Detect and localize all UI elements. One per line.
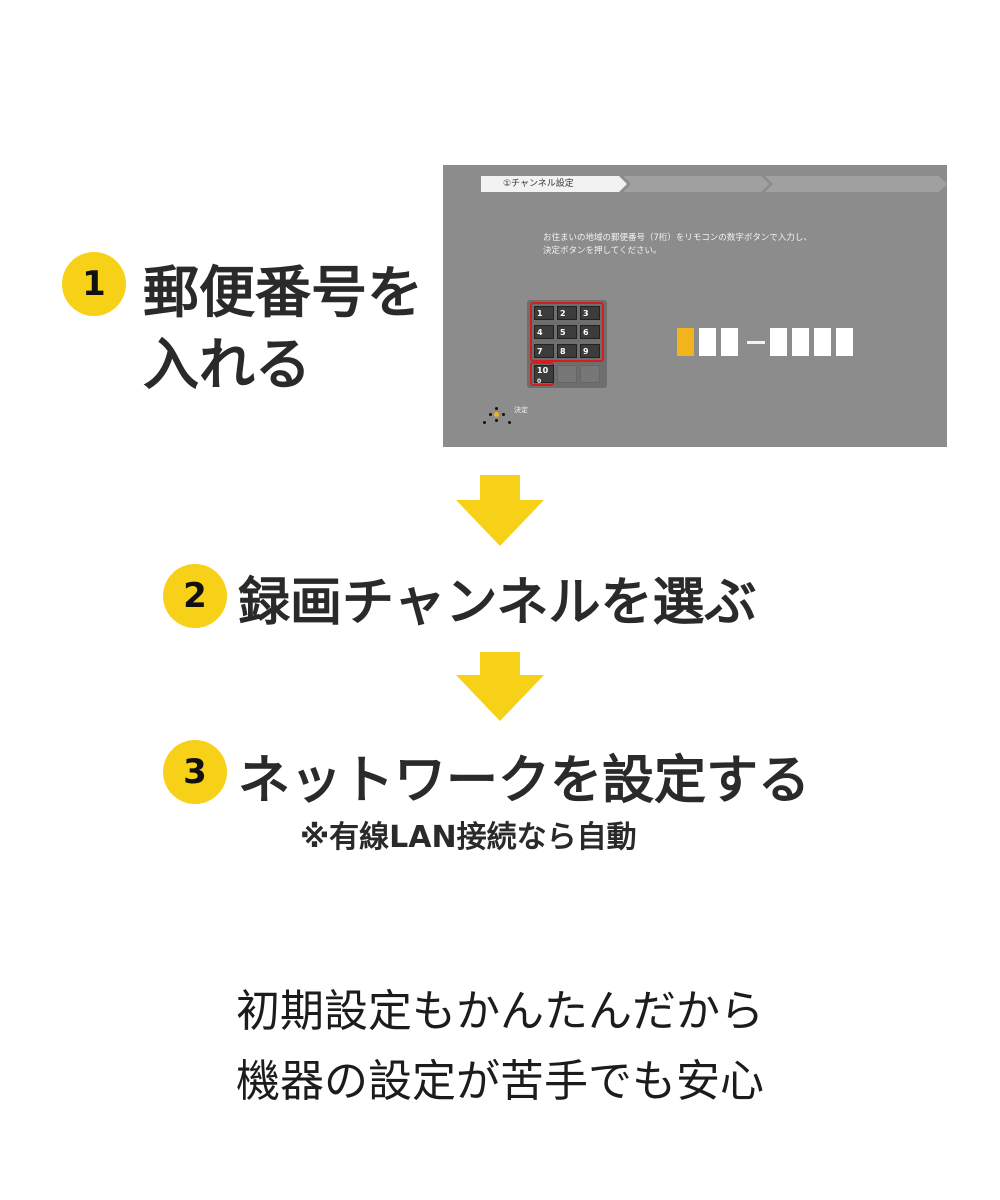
remote-keypad: 1 2 3 4 5 6 7 8 9 10 0 <box>527 300 607 388</box>
key-4[interactable]: 4 <box>534 325 554 339</box>
step-1-title-line2: 入れる <box>143 333 311 398</box>
instruction-text: お住まいの地域の郵便番号（7桁）をリモコンの数字ボタンで入力し、 決定ボタンを押… <box>543 232 873 258</box>
step-2-badge: 2 <box>163 564 227 628</box>
key-11[interactable] <box>557 365 577 383</box>
postal-digit-3 <box>721 328 738 356</box>
instruction-line-1: お住まいの地域の郵便番号（7桁）をリモコンの数字ボタンで入力し、 <box>543 233 812 243</box>
arrow-down-head-2 <box>456 675 544 721</box>
dpad-dot-bl <box>483 421 486 424</box>
step-3-badge: 3 <box>163 740 227 804</box>
key-7[interactable]: 7 <box>534 344 554 358</box>
step-2-number: 2 <box>183 576 207 616</box>
dpad-hint: 決定 <box>483 405 543 427</box>
key-6[interactable]: 6 <box>580 325 600 339</box>
postal-digit-5 <box>792 328 809 356</box>
enter-label: 決定 <box>514 406 528 414</box>
key-9[interactable]: 9 <box>580 344 600 358</box>
key-2[interactable]: 2 <box>557 306 577 320</box>
dpad-dot-left <box>489 413 492 416</box>
progress-step-2 <box>623 176 769 192</box>
key-12[interactable] <box>580 365 600 383</box>
progress-step-channel: ①チャンネル設定 <box>481 176 627 192</box>
footer-line-1: 初期設定もかんたんだから <box>236 986 764 1037</box>
dpad-dot-right <box>502 413 505 416</box>
postal-digit-7 <box>836 328 853 356</box>
postal-dash <box>747 341 765 344</box>
key-8[interactable]: 8 <box>557 344 577 358</box>
step-1-number: 1 <box>82 264 106 304</box>
progress-step-4 <box>861 176 947 192</box>
key-1[interactable]: 1 <box>534 306 554 320</box>
dpad-dot-down <box>495 419 498 422</box>
step-3-title: ネットワークを設定する <box>238 751 811 811</box>
dpad-dot-up <box>495 407 498 410</box>
dpad-dot-br <box>508 421 511 424</box>
step-1-badge: 1 <box>62 252 126 316</box>
step-3-note: ※有線LAN接続なら自動 <box>300 820 637 855</box>
key-10-sub: 0 <box>537 378 542 385</box>
instruction-line-2: 決定ボタンを押してください。 <box>543 246 662 256</box>
postal-digit-2 <box>699 328 716 356</box>
dpad-center <box>494 412 499 417</box>
postal-digit-4 <box>770 328 787 356</box>
arrow-down-head-1 <box>456 500 544 546</box>
postal-digit-6 <box>814 328 831 356</box>
footer-line-2: 機器の設定が苦手でも安心 <box>236 1056 764 1107</box>
step-2-title: 録画チャンネルを選ぶ <box>238 573 757 633</box>
key-3[interactable]: 3 <box>580 306 600 320</box>
progress-step-label: ①チャンネル設定 <box>503 179 574 189</box>
setup-progress-bar: ①チャンネル設定 <box>481 176 911 192</box>
step-1-title-line1: 郵便番号を <box>143 261 423 326</box>
step-3-number: 3 <box>183 752 207 792</box>
key-5[interactable]: 5 <box>557 325 577 339</box>
key-10[interactable]: 10 0 <box>534 365 554 385</box>
postal-digit-1 <box>677 328 694 356</box>
key-10-label: 10 <box>537 366 549 375</box>
keypad-highlight-frame <box>530 302 604 362</box>
arrow-down-icon-2 <box>480 652 520 678</box>
tv-setup-screen: ①チャンネル設定 お住まいの地域の郵便番号（7桁）をリモコンの数字ボタンで入力し… <box>443 165 947 447</box>
